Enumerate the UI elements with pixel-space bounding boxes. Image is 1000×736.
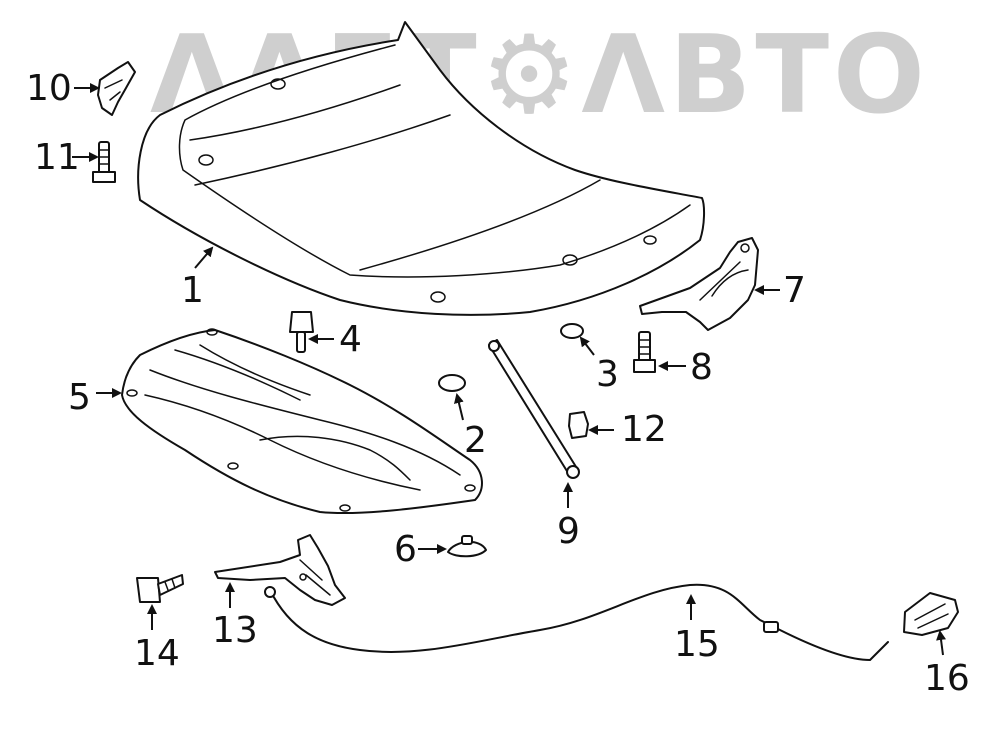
part-2-plug	[438, 374, 466, 392]
callout-16: 16	[924, 658, 970, 699]
callout-numbers: 1 2 3 4 5 6 7 8 9 10 11 12 13 14 15 16	[26, 68, 970, 699]
part-3-plug	[560, 323, 584, 339]
callout-9: 9	[557, 511, 580, 552]
callout-1: 1	[181, 270, 204, 311]
part-1-hood-panel	[137, 21, 706, 316]
callout-14: 14	[134, 633, 180, 674]
part-13-hood-lock	[214, 534, 346, 606]
part-7-hood-hinge	[639, 237, 759, 331]
part-4-hood-stopper	[289, 311, 314, 353]
part-12-cushion	[568, 411, 589, 439]
callout-7: 7	[783, 270, 806, 311]
callout-leaders	[72, 83, 946, 656]
callout-5: 5	[68, 377, 91, 418]
callout-3: 3	[596, 354, 619, 395]
part-14-bolt	[136, 574, 184, 603]
part-5-hood-insulator	[121, 328, 483, 515]
part-11-bolt	[92, 141, 116, 183]
part-15-release-cable	[264, 583, 889, 661]
part-10-bracket	[97, 61, 136, 116]
callout-4: 4	[339, 319, 362, 360]
callout-6: 6	[394, 529, 417, 570]
callout-8: 8	[690, 347, 713, 388]
callout-12: 12	[621, 409, 667, 450]
callout-13: 13	[212, 610, 258, 651]
part-9-hood-support	[488, 339, 580, 479]
part-16-release-handle	[903, 592, 959, 636]
callout-11: 11	[34, 137, 80, 178]
callout-10: 10	[26, 68, 72, 109]
callout-2: 2	[464, 420, 487, 461]
part-6-grommet	[447, 535, 487, 558]
callout-15: 15	[674, 624, 720, 665]
part-8-bolt	[633, 331, 656, 373]
